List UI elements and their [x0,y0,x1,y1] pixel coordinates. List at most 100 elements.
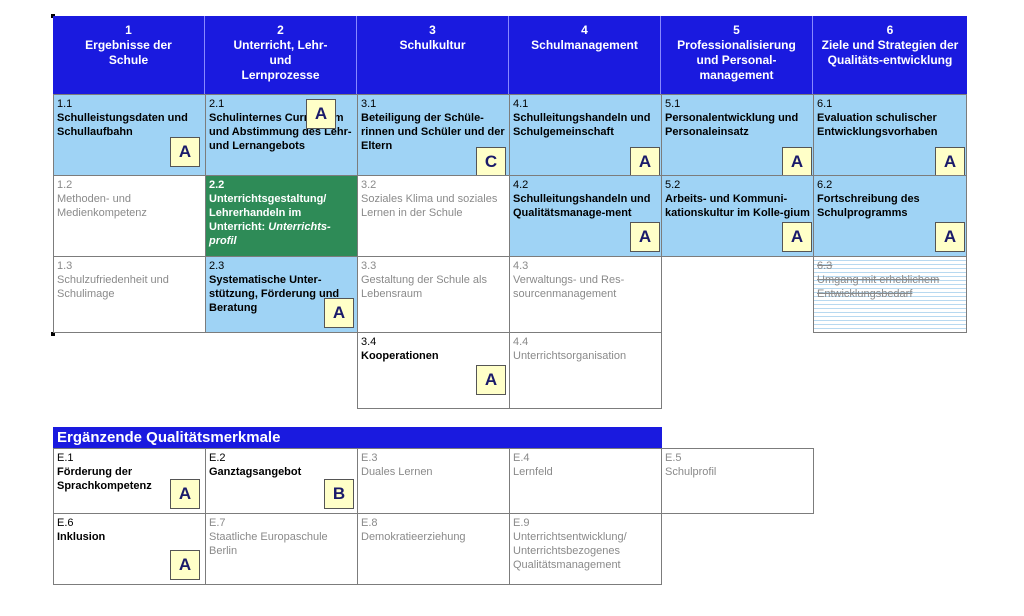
header-col-2: 2 Unterricht, Lehr- und Lernprozesse [205,16,357,94]
criterion-title: Schulleitungshandeln und Qualitätsmanage… [513,193,651,219]
criterion-4-3[interactable]: 4.3 Verwaltungs- und Res-sourcenmanageme… [509,256,662,333]
criterion-e5[interactable]: E.5 Schulprofil [661,448,814,514]
criterion-number: 5.1 [665,98,681,110]
header-label: Professionalisierung und Personal-manage… [677,38,796,82]
criterion-number: 1.2 [57,179,73,191]
rating-badge: A [630,147,660,177]
criterion-e1[interactable]: E.1 Förderung der Sprachkompetenz A [53,448,206,514]
header-number: 5 [733,23,740,37]
criterion-4-2[interactable]: 4.2 Schulleitungshandeln und Qualitätsma… [509,175,662,257]
header-col-1: 1 Ergebnisse der Schule [53,16,205,94]
criterion-2-1[interactable]: 2.1 Schulinternes Curriculum und Abstimm… [205,94,358,176]
criterion-number: 3.3 [361,260,377,272]
criterion-number: E.7 [209,517,226,529]
header-number: 6 [886,23,894,37]
header-number: 4 [581,23,588,37]
header-label: Unterricht, Lehr- und Lernprozesse [233,38,328,82]
criterion-6-1[interactable]: 6.1 Evaluation schulischer Entwicklungsv… [813,94,967,177]
criterion-title: Demokratieerziehung [361,531,466,543]
criterion-title: Verwaltungs- und Res-sourcenmanagement [513,274,625,300]
criterion-title: Beteiligung der Schüle-rinnen und Schüle… [361,112,505,152]
criterion-e4[interactable]: E.4 Lernfeld [509,448,662,514]
criterion-number: E.3 [361,452,378,464]
criterion-title: Lernfeld [513,466,553,478]
criterion-title: Unterrichtsorganisation [513,350,627,362]
criterion-number: E.4 [513,452,530,464]
rating-badge: A [782,222,812,252]
criterion-1-1[interactable]: 1.1 Schulleistungsdaten und Schullaufbah… [53,94,206,176]
criterion-title: Ganztagsangebot [209,466,302,478]
rating-badge: A [170,137,200,167]
rating-badge: A [935,147,965,177]
criterion-title: Kooperationen [361,350,439,362]
rating-badge: A [782,147,812,177]
criterion-title: Unterrichtsentwicklung/ Unterrichtsbezog… [513,531,627,571]
criterion-2-3[interactable]: 2.3 Systematische Unter-stützung, Förder… [205,256,358,333]
supplementary-title: Ergänzende Qualitätsmerkmale [53,427,662,448]
criterion-number: 4.4 [513,336,529,348]
criterion-e9[interactable]: E.9 Unterrichtsentwicklung/ Unterrichtsb… [509,513,662,585]
criterion-3-1[interactable]: 3.1 Beteiligung der Schüle-rinnen und Sc… [357,94,510,177]
header-label: Schulmanagement [531,38,638,52]
criterion-title-italic: Unterrichts-profil [209,221,331,247]
header-col-4: 4 Schulmanagement [509,16,661,94]
criterion-number: 6.2 [817,179,833,191]
header-number: 3 [429,23,436,37]
criterion-e7[interactable]: E.7 Staatliche Europaschule Berlin [205,513,358,585]
criterion-number: E.6 [57,517,74,529]
criterion-1-2[interactable]: 1.2 Methoden- und Medienkompetenz [53,175,206,257]
criterion-6-2[interactable]: 6.2 Fortschreibung des Schulprogramms A [813,175,967,257]
criterion-title: Methoden- und Medienkompetenz [57,193,147,219]
criterion-number: 5.2 [665,179,681,191]
criterion-5-1[interactable]: 5.1 Personalentwicklung und Personaleins… [661,94,814,177]
criterion-number: 1.1 [57,98,73,110]
criterion-title: Systematische Unter-stützung, Förderung … [209,274,340,314]
supplementary-section: Ergänzende Qualitätsmerkmale [53,427,662,448]
criterion-e6[interactable]: E.6 Inklusion A [53,513,206,585]
header-col-5: 5 Professionalisierung und Personal-mana… [661,16,813,94]
criterion-number: 6.1 [817,98,833,110]
corner-mark [51,332,55,336]
criterion-number: 3.2 [361,179,377,191]
criterion-number: 1.3 [57,260,73,272]
criterion-number: E.5 [665,452,682,464]
criterion-title: Förderung der Sprachkompetenz [57,466,152,492]
header-label: Ziele und Strategien der Qualitäts-entwi… [821,38,959,67]
criterion-title: Inklusion [57,531,106,543]
rating-badge: C [476,147,506,177]
criterion-3-3[interactable]: 3.3 Gestaltung der Schule als Lebensraum [357,256,510,333]
criterion-number: E.9 [513,517,530,529]
criterion-4-4[interactable]: 4.4 Unterrichtsorganisation [509,332,662,409]
criterion-5-2[interactable]: 5.2 Arbeits- und Kommuni-kationskultur i… [661,175,814,257]
criterion-e2[interactable]: E.2 Ganztagsangebot B [205,448,358,514]
criterion-6-3[interactable]: 6.3 Umgang mit erheblichem Entwicklungsb… [813,256,967,333]
rating-badge: A [170,479,200,509]
criterion-e3[interactable]: E.3 Duales Lernen [357,448,510,514]
criterion-title: Duales Lernen [361,466,433,478]
header-number: 2 [277,23,284,37]
criterion-number: 4.3 [513,260,529,272]
header-label: Ergebnisse der Schule [85,38,172,67]
header-number: 1 [125,23,132,37]
header-col-6: 6 Ziele und Strategien der Qualitäts-ent… [813,16,967,94]
header-col-3: 3 Schulkultur [357,16,509,94]
criterion-number: 3.1 [361,98,377,110]
rating-badge: A [306,99,336,129]
criterion-number: 4.1 [513,98,529,110]
rating-badge: A [630,222,660,252]
criterion-title: Schulleitungshandeln und Schulgemeinscha… [513,112,651,138]
criterion-title: Unterrichtsgestaltung/ Lehrerhandeln im … [209,193,327,233]
criterion-3-4[interactable]: 3.4 Kooperationen A [357,332,510,409]
criterion-title: Personalentwicklung und Personaleinsatz [665,112,799,138]
criterion-1-3[interactable]: 1.3 Schulzufriedenheit und Schulimage [53,256,206,333]
rating-badge: B [324,479,354,509]
rating-badge: A [476,365,506,395]
criterion-3-2[interactable]: 3.2 Soziales Klima und soziales Lernen i… [357,175,510,257]
criterion-2-2[interactable]: 2.2 Unterrichtsgestaltung/ Lehrerhandeln… [205,175,358,257]
criterion-number: E.1 [57,452,74,464]
quality-framework-grid: 1 Ergebnisse der Schule 2 Unterricht, Le… [53,16,967,94]
criterion-4-1[interactable]: 4.1 Schulleitungshandeln und Schulgemein… [509,94,662,177]
criterion-number: 2.3 [209,260,225,272]
criterion-e8[interactable]: E.8 Demokratieerziehung [357,513,510,585]
header-label: Schulkultur [399,38,466,52]
